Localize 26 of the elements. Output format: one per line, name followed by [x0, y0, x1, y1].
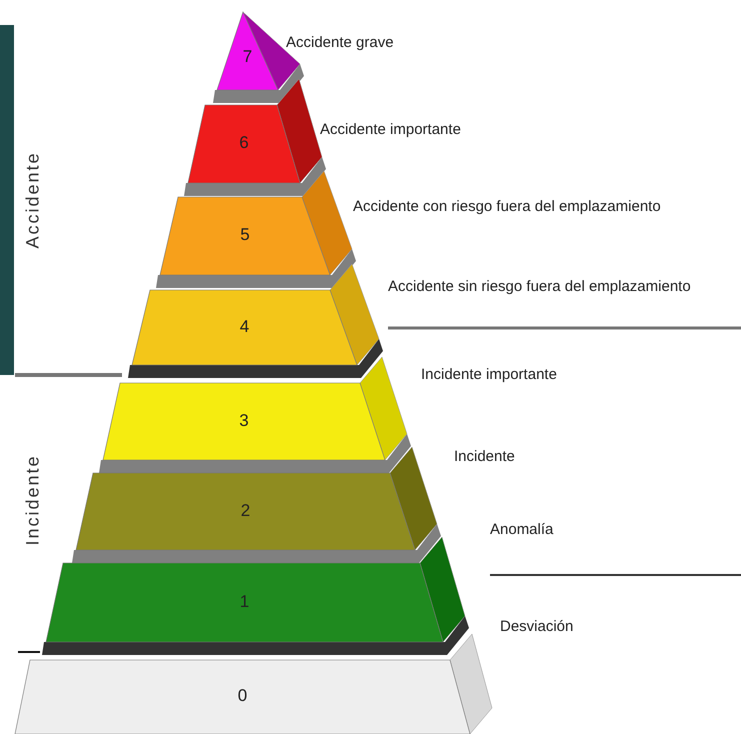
level-label: Anomalía [490, 521, 554, 538]
category-label: Incidente [22, 454, 44, 546]
pyramid-level [46, 563, 443, 642]
level-number: 3 [238, 410, 250, 430]
level-number: 0 [236, 686, 248, 706]
level-number: 4 [238, 316, 250, 336]
level-label: Desviación [500, 618, 574, 635]
level-label: Accidente con riesgo fuera del emplazamiento [353, 198, 661, 215]
pyramid-level [76, 473, 415, 550]
pyramid-level [160, 197, 330, 275]
level-label: Incidente importante [421, 366, 557, 383]
category-label: Accidente [22, 151, 44, 249]
pyramid-level [188, 105, 300, 183]
level-label: Accidente importante [320, 121, 461, 138]
level-number: 7 [242, 47, 254, 68]
level-label: Accidente grave [286, 34, 394, 51]
level-label: Accidente sin riesgo fuera del emplazamiento [388, 278, 691, 295]
level-number: 2 [240, 500, 252, 520]
level-number: 5 [239, 225, 251, 245]
pyramid-level [217, 12, 278, 90]
level-number: 6 [238, 133, 250, 153]
level-label: Incidente [454, 448, 515, 465]
level-number: 1 [238, 592, 250, 612]
pyramid-level [103, 383, 385, 460]
pyramid-level [15, 660, 470, 734]
pyramid-level [132, 290, 357, 365]
